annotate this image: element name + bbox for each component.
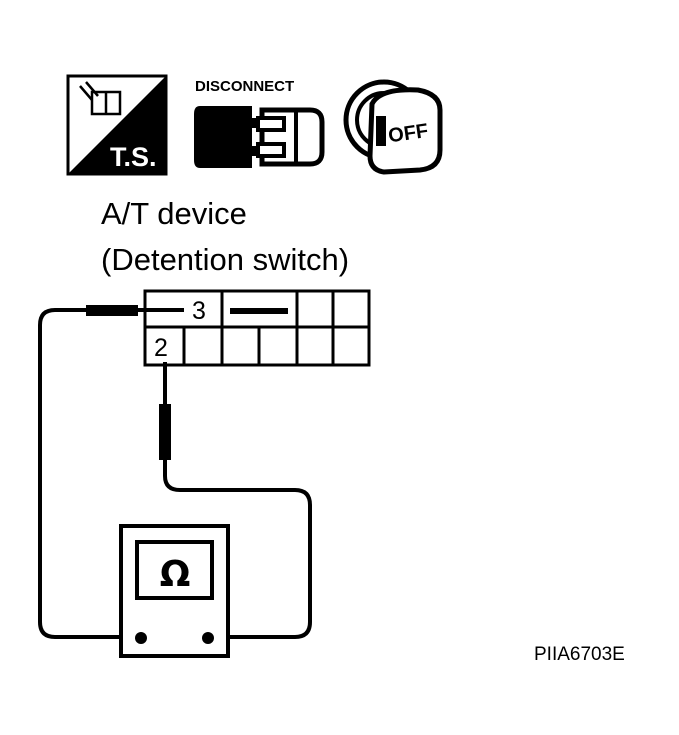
pin-2-label: 2 bbox=[154, 334, 168, 362]
probe-lead-pin-3 bbox=[38, 305, 184, 639]
meter-terminal-right bbox=[202, 632, 214, 644]
blank-pin-bar bbox=[230, 308, 288, 314]
device-title-line2: (Detention switch) bbox=[101, 242, 349, 277]
ts-icon: T.S. bbox=[66, 74, 168, 176]
pin-3-label: 3 bbox=[192, 297, 206, 325]
probe-lead-pin-2 bbox=[159, 362, 312, 639]
ignition-off-icon: OFF bbox=[343, 79, 443, 175]
ohm-symbol: Ω bbox=[160, 554, 191, 595]
disconnect-label: DISCONNECT bbox=[195, 78, 294, 95]
figure-code: PIIA6703E bbox=[534, 644, 625, 665]
ts-label: T.S. bbox=[110, 142, 157, 172]
ohmmeter: Ω bbox=[119, 524, 230, 658]
device-title-line1: A/T device bbox=[101, 196, 247, 231]
connector-mini-icon bbox=[79, 81, 122, 116]
meter-terminal-left bbox=[135, 632, 147, 644]
connector-face bbox=[143, 289, 371, 367]
disconnect-icon: DISCONNECT bbox=[194, 78, 325, 168]
